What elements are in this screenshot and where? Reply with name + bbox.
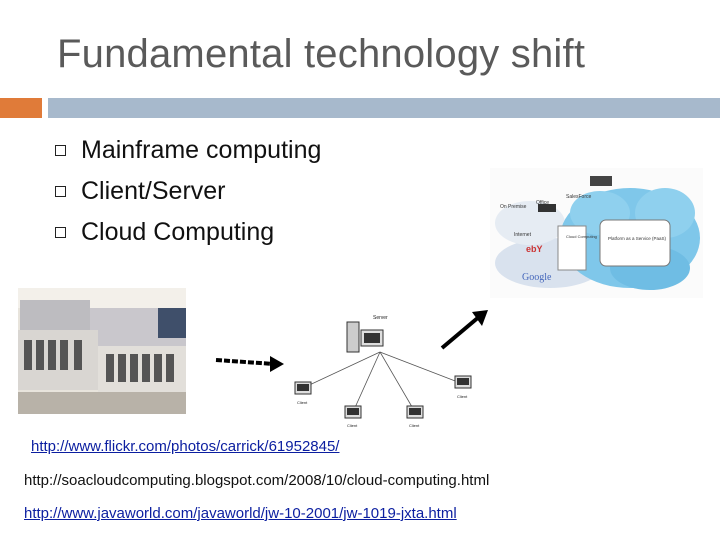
right-arrow-icon xyxy=(215,356,284,372)
client-label: Client xyxy=(347,423,358,428)
bullet-square-icon xyxy=(55,227,66,238)
cloud-label: SalesForce xyxy=(566,194,592,200)
bullet-item: Mainframe computing xyxy=(55,130,321,171)
cloud-label: Platform as a Service (PaaS) xyxy=(608,236,667,241)
cloud-label: On Premise xyxy=(500,204,527,210)
cloud-label: Office xyxy=(536,200,549,206)
cloud-label: Internet xyxy=(514,232,532,238)
cloud-label: Cloud Computing xyxy=(566,234,597,239)
cloud-label: ebY xyxy=(526,244,543,254)
source-link-javaworld[interactable]: http://www.javaworld.com/javaworld/jw-10… xyxy=(24,505,457,522)
bullet-text: Cloud Computing xyxy=(81,218,275,246)
title-rule xyxy=(48,98,720,118)
cloud-computing-image: On Premise Office SalesForce Internet Cl… xyxy=(490,168,703,298)
client-label: Client xyxy=(297,400,308,405)
bullet-text: Mainframe computing xyxy=(81,136,322,164)
bullet-text: Client/Server xyxy=(81,177,226,205)
bullet-item: Cloud Computing xyxy=(55,212,321,253)
client-label: Client xyxy=(409,423,420,428)
source-link-flickr[interactable]: http://www.flickr.com/photos/carrick/619… xyxy=(31,438,340,455)
bullet-square-icon xyxy=(55,145,66,156)
diagonal-arrow-icon xyxy=(440,310,488,350)
slide-title: Fundamental technology shift xyxy=(57,32,586,76)
source-text-soacloud: http://soacloudcomputing.blogspot.com/20… xyxy=(24,472,490,489)
client-label: Client xyxy=(457,394,468,399)
mainframe-photo xyxy=(18,288,186,414)
client-server-diagram: Server Client Client Client Client xyxy=(285,310,485,430)
bullet-square-icon xyxy=(55,186,66,197)
bullet-item: Client/Server xyxy=(55,171,321,212)
server-label: Server xyxy=(373,315,388,321)
cloud-label: Google xyxy=(522,272,552,283)
title-rule-accent xyxy=(0,98,42,118)
bullet-list: Mainframe computing Client/Server Cloud … xyxy=(55,130,321,253)
